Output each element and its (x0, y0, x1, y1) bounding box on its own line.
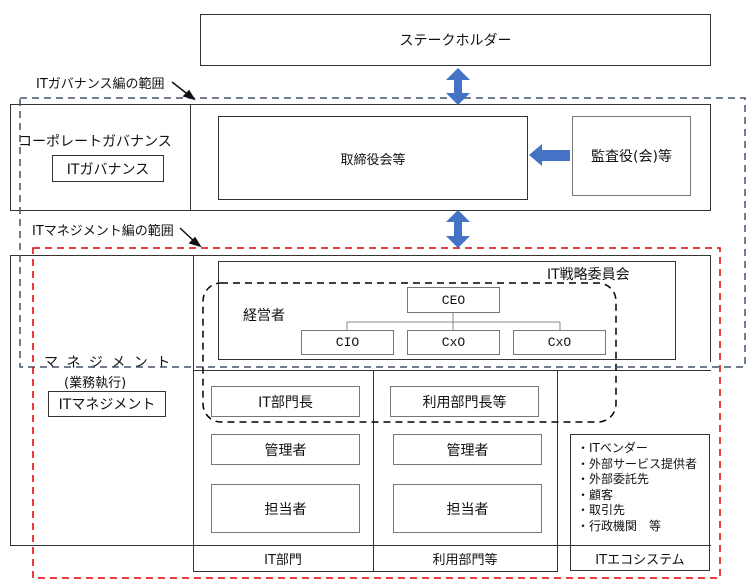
corporate-governance-title: コーポレートガバナンス (18, 134, 172, 150)
it-staff-label: 担当者 (264, 501, 307, 518)
governance-scope-pointer (171, 81, 196, 101)
board-label: 取締役会等 (340, 152, 406, 168)
officer-label: CxO (441, 335, 466, 350)
officer-box: CxO (513, 330, 606, 355)
footer-row-bottom (193, 571, 558, 572)
it-management-label: ITマネジメント (58, 397, 156, 413)
it-governance-box: ITガバナンス (52, 155, 164, 182)
user-staff-label: 担当者 (446, 501, 489, 518)
user-department-head-box: 利用部門長等 (390, 386, 539, 417)
it-ecosystem-footer-label: ITエコシステム (595, 552, 685, 568)
ecosystem-item: ・行政機関 等 (577, 518, 662, 533)
governance-scope-label: ITガバナンス編の範囲 (36, 77, 165, 92)
user-manager-box: 管理者 (393, 434, 542, 465)
ceo-box: CEO (407, 287, 500, 313)
officer-box: CIO (301, 330, 394, 355)
ecosystem-item: ・外部委託先 (577, 472, 650, 486)
executives-label: 経営者 (243, 308, 285, 324)
it-strategy-committee-label: IT戦略委員会 (547, 267, 630, 283)
ecosystem-item: ・外部サービス提供者 (577, 456, 698, 471)
user-department-footer-label: 利用部門等 (432, 553, 498, 568)
it-ecosystem-box: ・ITベンダー ・外部サービス提供者 ・外部委託先 ・顧客 ・取引先 ・行政機関… (570, 434, 710, 571)
it-manager-label: 管理者 (264, 442, 307, 459)
it-governance-label: ITガバナンス (66, 161, 150, 178)
ecosystem-item: ・取引先 (577, 503, 626, 517)
management-scope-label: ITマネジメント編の範囲 (32, 224, 174, 239)
officer-label: CIO (335, 335, 360, 350)
governance-management-double-arrow (446, 210, 470, 248)
it-department-head-box: IT部門長 (211, 386, 360, 417)
column-divider-2 (557, 370, 558, 571)
stakeholder-label: ステークホルダー (399, 33, 512, 49)
officer-box: CxO (407, 330, 500, 355)
it-department-head-label: IT部門長 (258, 394, 313, 411)
management-title: マ ネ ジ メ ン ト (44, 355, 173, 371)
stakeholder-box: ステークホルダー (200, 14, 711, 66)
stakeholder-governance-double-arrow (446, 68, 470, 105)
user-department-head-label: 利用部門長等 (422, 394, 507, 411)
user-staff-box: 担当者 (393, 484, 542, 533)
management-divider (193, 255, 194, 571)
it-ecosystem-list: ・ITベンダー ・外部サービス提供者 ・外部委託先 ・顧客 ・取引先 ・行政機関… (571, 435, 709, 534)
it-ecosystem-footer: ITエコシステム (571, 546, 709, 570)
management-paren: (業務執行) (64, 376, 127, 391)
it-staff-box: 担当者 (211, 484, 360, 533)
committee-row-bottom (193, 370, 711, 371)
auditor-label: 監査役(会)等 (591, 149, 672, 165)
column-divider-1 (373, 370, 374, 571)
ecosystem-item: ・ITベンダー (577, 441, 648, 455)
user-department-footer: 利用部門等 (373, 546, 557, 571)
it-department-footer-label: IT部門 (264, 553, 302, 568)
management-scope-pointer (179, 227, 202, 248)
it-manager-box: 管理者 (211, 434, 360, 465)
officer-label: CxO (547, 335, 572, 350)
auditor-box: 監査役(会)等 (572, 116, 691, 196)
it-management-box: ITマネジメント (48, 391, 166, 417)
user-manager-label: 管理者 (446, 442, 489, 459)
board-box: 取締役会等 (218, 116, 528, 200)
management-band-right-edge (710, 255, 711, 362)
ecosystem-item: ・顧客 (577, 487, 614, 502)
ceo-label: CEO (441, 292, 466, 308)
governance-divider (190, 104, 191, 211)
it-department-footer: IT部門 (193, 546, 373, 571)
